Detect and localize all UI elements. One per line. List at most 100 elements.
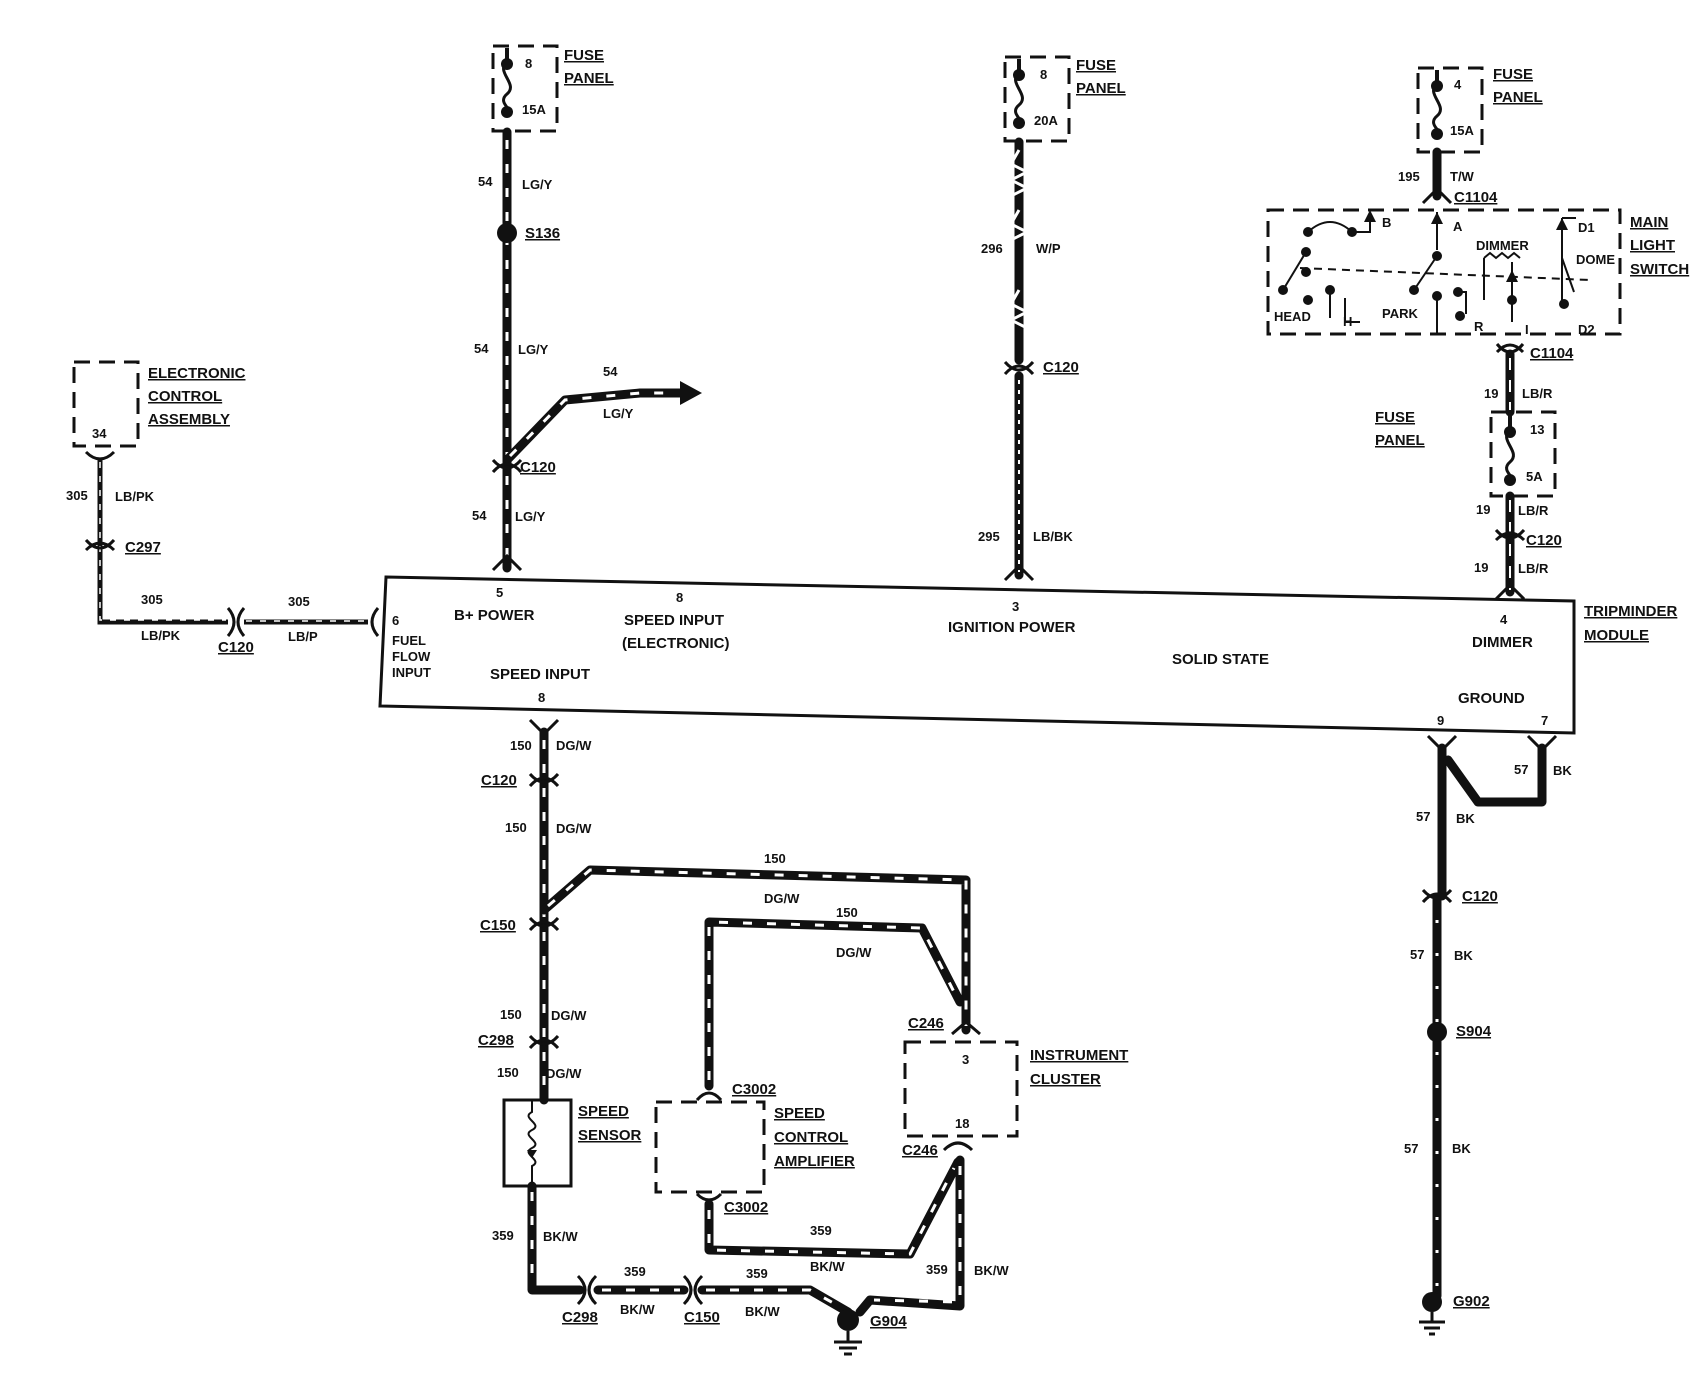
wire-359-bkw <box>527 1155 965 1317</box>
connector-label: C298 <box>562 1309 598 1326</box>
wire-color: BK/W <box>745 1304 780 1319</box>
wire-color: DG/W <box>836 945 872 960</box>
circuit-number: 305 <box>141 592 163 607</box>
circuit-number: 54 <box>472 508 487 523</box>
circuit-number: 54 <box>603 364 618 379</box>
component-label: AMPLIFIER <box>774 1153 855 1170</box>
fuse-rating: 20A <box>1034 113 1058 128</box>
connector-pin <box>84 450 116 461</box>
wire-305-lbpk <box>97 458 368 625</box>
switch-terminal-label: I <box>1525 322 1529 337</box>
module-label: ELECTRONIC <box>148 365 246 382</box>
connector-c298 <box>528 1034 560 1050</box>
fuse-panel-label: PANEL <box>564 70 614 87</box>
pin-label: (ELECTRONIC) <box>622 635 730 652</box>
wire-color: DG/W <box>556 738 592 753</box>
speed-control-amplifier <box>654 1091 766 1202</box>
terminal-pin <box>491 553 523 572</box>
terminal-pin <box>370 607 380 637</box>
component-label: CLUSTER <box>1030 1071 1101 1088</box>
speed-sensor <box>502 1098 573 1188</box>
module-label: CONTROL <box>148 388 222 405</box>
connector-c120 <box>1421 888 1453 904</box>
pin-label: FUEL <box>392 633 426 648</box>
connector-label: C3002 <box>724 1199 768 1216</box>
fuse-number: 13 <box>1530 422 1544 437</box>
pin-label: SPEED INPUT <box>490 666 590 683</box>
pin-number: 8 <box>676 590 683 605</box>
connector-c120 <box>1494 528 1526 542</box>
wire-color: DG/W <box>546 1066 582 1081</box>
wire-color: T/W <box>1450 169 1475 184</box>
pin-number: 9 <box>1437 713 1444 728</box>
connector-label: C120 <box>481 772 517 789</box>
connector-c150 <box>528 916 560 932</box>
switch-terminal-label: D1 <box>1578 220 1595 235</box>
circuit-number: 359 <box>746 1266 768 1281</box>
circuit-number: 359 <box>926 1262 948 1277</box>
switch-terminal-label: D2 <box>1578 322 1595 337</box>
circuit-number: 150 <box>510 738 532 753</box>
fuse-number: 8 <box>1040 67 1047 82</box>
wire-color: LG/Y <box>515 509 546 524</box>
fuse-panel-dimmer: 13 5A <box>1489 410 1557 498</box>
circuit-number: 57 <box>1514 762 1528 777</box>
electronic-control-assembly: 34 ELECTRONIC CONTROL ASSEMBLY <box>72 360 246 448</box>
fuse-panel-label: FUSE <box>1375 409 1415 426</box>
pin-number: 34 <box>92 426 107 441</box>
wire-296-wp <box>1007 137 1031 365</box>
component-label: CONTROL <box>774 1129 848 1146</box>
connector-label: C120 <box>218 639 254 656</box>
terminal-pin <box>1003 563 1035 582</box>
component-label: SENSOR <box>578 1127 642 1144</box>
wire-color: LB/PK <box>141 628 181 643</box>
connector-label: C298 <box>478 1032 514 1049</box>
wire-color: BK/W <box>974 1263 1009 1278</box>
pin-label: INPUT <box>392 665 431 680</box>
connector-c120 <box>226 607 246 637</box>
pin-number: 5 <box>496 585 503 600</box>
fuse-panel-label: PANEL <box>1493 89 1543 106</box>
splice-label: S904 <box>1456 1023 1492 1040</box>
fuse-number: 8 <box>525 56 532 71</box>
circuit-number: 57 <box>1416 809 1430 824</box>
wire-color: W/P <box>1036 241 1061 256</box>
connector-label: C120 <box>1462 888 1498 905</box>
pin-label: IGNITION POWER <box>948 619 1076 636</box>
ground-g902 <box>1419 1292 1445 1336</box>
fuse-rating: 5A <box>1526 469 1543 484</box>
fuse-panel-label: FUSE <box>1076 57 1116 74</box>
switch-terminal-label: R <box>1474 319 1484 334</box>
circuit-number: 305 <box>66 488 88 503</box>
pin-number: 3 <box>1012 599 1019 614</box>
wire-color: DG/W <box>551 1008 587 1023</box>
connector-c1104 <box>1421 186 1453 205</box>
module-label: MODULE <box>1584 627 1649 644</box>
fuse-panel-label: FUSE <box>1493 66 1533 83</box>
wire-color: BK/W <box>810 1259 845 1274</box>
fuse-panel-right: 4 15A FUSE PANEL <box>1416 66 1543 154</box>
wire-color: LB/R <box>1522 386 1553 401</box>
circuit-number: 57 <box>1404 1141 1418 1156</box>
connector-label: C120 <box>1526 532 1562 549</box>
connector-label: C297 <box>125 539 161 556</box>
fuse-panel-mid: 8 20A FUSE PANEL <box>1003 55 1126 143</box>
circuit-number: 359 <box>492 1228 514 1243</box>
module-label: ASSEMBLY <box>148 411 230 428</box>
connector-label: C3002 <box>732 1081 776 1098</box>
circuit-number: 305 <box>288 594 310 609</box>
switch-label: SWITCH <box>1630 261 1689 278</box>
wire-color: LG/Y <box>603 406 634 421</box>
module-type-label: SOLID STATE <box>1172 651 1269 668</box>
circuit-number: 295 <box>978 529 1000 544</box>
switch-terminal-label: DIMMER <box>1476 238 1529 253</box>
pin-label: DIMMER <box>1472 634 1533 651</box>
splice-s136 <box>497 223 517 243</box>
circuit-number: 19 <box>1484 386 1498 401</box>
connector-c120 <box>1003 360 1035 376</box>
connector-c298 <box>576 1274 598 1306</box>
wire-color: BK <box>1452 1141 1471 1156</box>
wire-color: LB/R <box>1518 503 1549 518</box>
switch-terminal-label: PARK <box>1382 306 1418 321</box>
switch-label: MAIN <box>1630 214 1668 231</box>
